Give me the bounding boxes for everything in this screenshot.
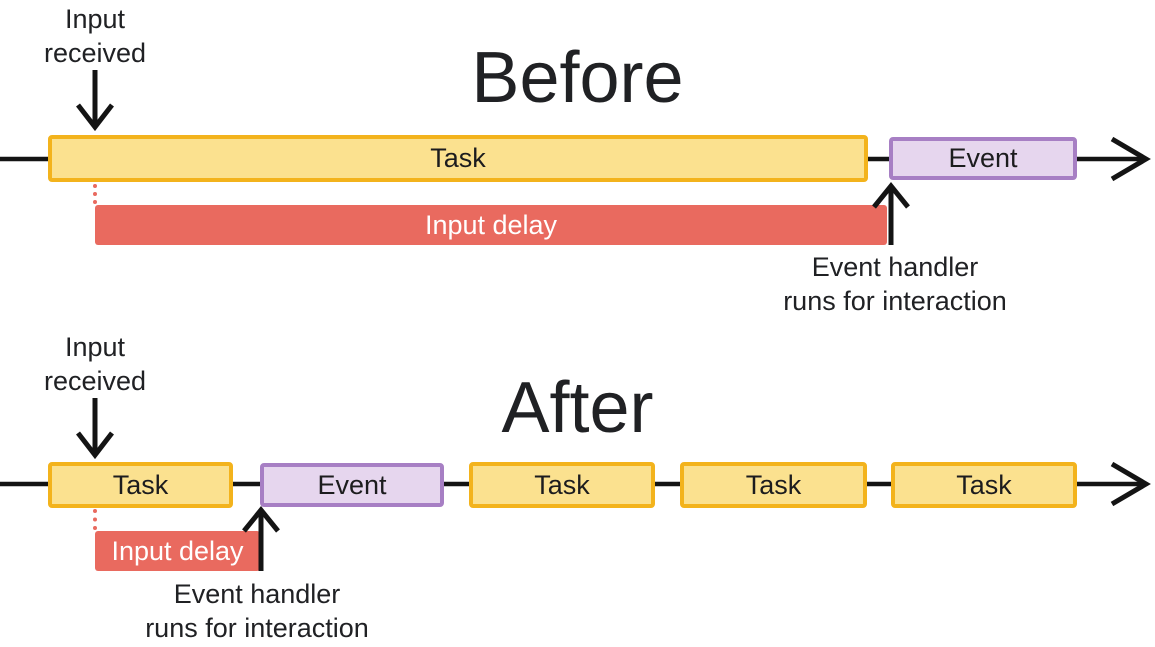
after-event-bar: Event bbox=[260, 463, 444, 507]
before-event-label: Event bbox=[948, 143, 1018, 173]
before-input-received-label: Input received bbox=[43, 4, 147, 68]
after-input-received-arrow-icon bbox=[73, 396, 117, 460]
before-input-delay-label: Input delay bbox=[424, 209, 558, 240]
after-task-bar-1: Task bbox=[48, 462, 233, 508]
before-task-bar: Task bbox=[48, 135, 868, 182]
after-input-received-label: Input received bbox=[43, 332, 147, 396]
before-input-received-arrow-icon bbox=[73, 68, 117, 132]
after-event-label: Event bbox=[317, 469, 387, 500]
after-event-handler-arrow-icon bbox=[239, 505, 283, 573]
after-task-bar-3: Task bbox=[680, 462, 867, 508]
after-event-handler-label: Event handler runs for interaction bbox=[145, 579, 369, 643]
before-event-bar: Event bbox=[889, 137, 1077, 180]
after-task-label-2: Task bbox=[534, 469, 590, 500]
after-input-delay-bar: Input delay bbox=[95, 531, 260, 571]
before-input-delay-connector bbox=[93, 184, 97, 204]
before-task-label: Task bbox=[430, 143, 486, 173]
after-task-bar-2: Task bbox=[469, 462, 655, 508]
before-input-delay-bar: Input delay bbox=[95, 205, 887, 245]
after-input-delay-connector bbox=[93, 509, 97, 530]
after-task-bar-4: Task bbox=[891, 462, 1077, 508]
after-title: After bbox=[501, 368, 654, 448]
after-task-label-1: Task bbox=[112, 469, 169, 500]
after-task-label-3: Task bbox=[745, 469, 802, 500]
after-task-label-4: Task bbox=[956, 469, 1012, 500]
before-event-handler-arrow-icon bbox=[869, 181, 913, 247]
before-title: Before bbox=[471, 38, 684, 118]
after-input-delay-label: Input delay bbox=[111, 535, 244, 566]
before-event-handler-label: Event handler runs for interaction bbox=[783, 252, 1007, 316]
